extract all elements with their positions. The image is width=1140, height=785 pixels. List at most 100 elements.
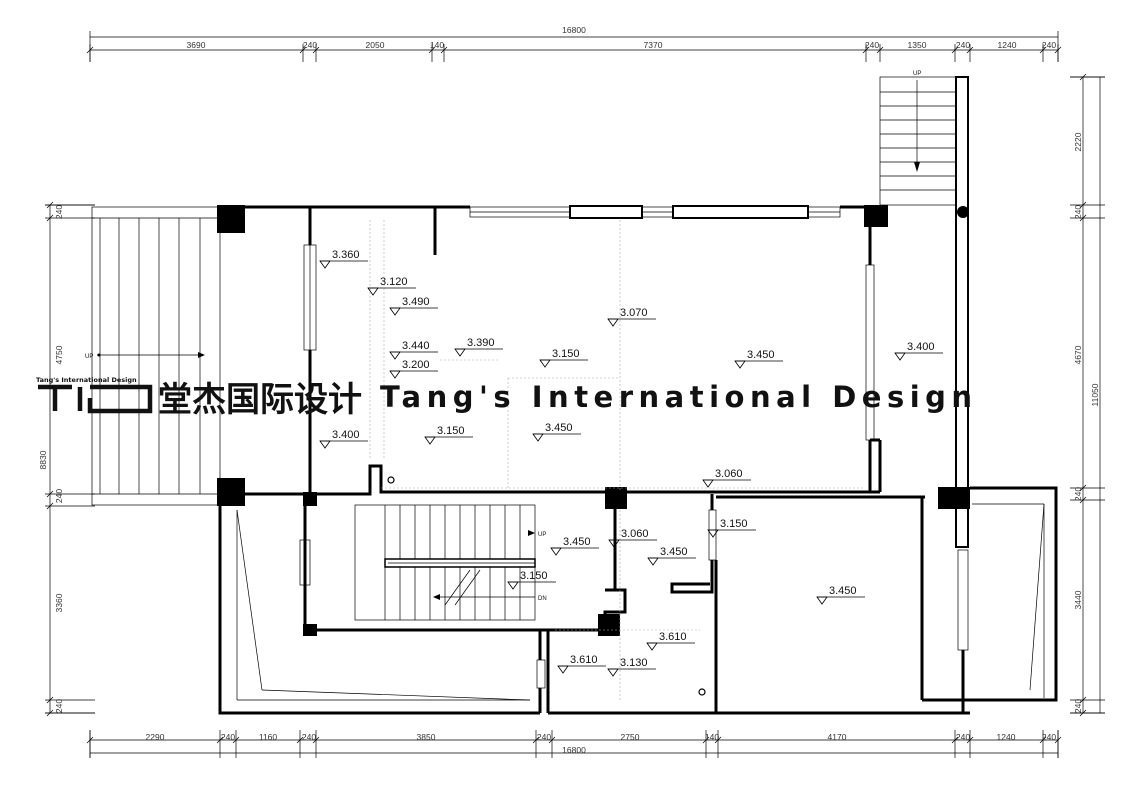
level-marker: 3.440 xyxy=(389,340,438,360)
dimension-tick xyxy=(1054,736,1062,744)
dim-left-total: 8830 xyxy=(38,450,48,469)
level-triangle-icon xyxy=(707,529,719,538)
dimension-tick xyxy=(532,736,540,744)
level-triangle-icon xyxy=(319,440,331,449)
level-marker: 3.400 xyxy=(894,341,943,361)
dimension-tick xyxy=(299,46,307,54)
dim-left-1: 240 xyxy=(54,205,64,219)
dim-left-3: 240 xyxy=(54,489,64,503)
dimension-tick xyxy=(876,46,884,54)
dim-top-4: 140 xyxy=(430,40,444,50)
level-value: 3.450 xyxy=(545,422,573,434)
dim-bottom-3: 1160 xyxy=(259,732,278,742)
dimension-tick xyxy=(428,46,436,54)
dim-left-5: 240 xyxy=(54,699,64,713)
watermark-english: Tang's International Design xyxy=(380,380,978,414)
level-value: 3.450 xyxy=(747,349,775,361)
dim-bottom-5: 3850 xyxy=(417,732,436,742)
dimension-tick xyxy=(46,709,54,717)
dimension-tick xyxy=(702,736,710,744)
level-triangle-icon xyxy=(816,596,828,605)
level-marker: 3.150 xyxy=(424,425,473,445)
dim-top-5: 7370 xyxy=(644,40,663,50)
dim-bottom-1: 2290 xyxy=(146,732,165,742)
dim-top-9: 1240 xyxy=(998,40,1017,50)
dimension-tick xyxy=(1054,46,1062,54)
level-triangle-icon xyxy=(319,260,331,269)
dim-top-1: 3690 xyxy=(187,40,206,50)
level-value: 3.150 xyxy=(552,348,580,360)
level-triangle-icon xyxy=(702,479,714,488)
dim-right-6: 240 xyxy=(1073,699,1083,713)
level-marker: 3.060 xyxy=(702,468,751,488)
level-value: 3.200 xyxy=(402,359,430,371)
level-value: 3.610 xyxy=(570,654,598,666)
dim-bottom-6: 240 xyxy=(537,732,551,742)
dim-top-8: 240 xyxy=(956,40,970,50)
level-marker: 3.150 xyxy=(539,348,588,368)
level-value: 3.060 xyxy=(621,528,649,540)
dimension-tick xyxy=(1079,709,1087,717)
dimension-tick xyxy=(966,46,974,54)
level-marker: 3.490 xyxy=(389,296,438,316)
level-value: 3.120 xyxy=(380,276,408,288)
dimension-tick xyxy=(966,736,974,744)
dimension-tick xyxy=(46,201,54,209)
dim-right-2: 240 xyxy=(1073,205,1083,219)
level-triangle-icon xyxy=(539,359,551,368)
dim-top-3: 2050 xyxy=(366,40,385,50)
level-value: 3.130 xyxy=(620,657,648,669)
level-marker: 3.450 xyxy=(816,585,865,605)
dimension-tick xyxy=(232,736,240,744)
stair-up-label-left: UP xyxy=(85,354,93,360)
level-value: 3.400 xyxy=(907,341,935,353)
level-triangle-icon xyxy=(389,370,401,379)
dim-right-5: 3440 xyxy=(1073,590,1083,609)
level-value: 3.450 xyxy=(660,546,688,558)
level-triangle-icon xyxy=(607,668,619,677)
dim-bottom-total: 16800 xyxy=(562,745,586,755)
stair-dn-label-mid: DN xyxy=(538,596,547,602)
exterior-stair-left xyxy=(91,206,221,506)
level-marker: 3.150 xyxy=(707,518,756,538)
level-triangle-icon xyxy=(647,557,659,566)
level-marker: 3.610 xyxy=(646,631,695,651)
level-marker: 3.450 xyxy=(647,546,696,566)
dimension-tick xyxy=(1079,484,1087,492)
dimension-tick xyxy=(86,46,94,54)
level-value: 3.450 xyxy=(563,536,591,548)
dimension-tick xyxy=(296,736,304,744)
level-value: 3.070 xyxy=(620,307,648,319)
level-value: 3.060 xyxy=(715,468,743,480)
dim-top-10: 240 xyxy=(1042,40,1056,50)
dim-top-7: 1350 xyxy=(908,40,927,50)
level-value: 3.610 xyxy=(659,631,687,643)
dim-right-3: 4670 xyxy=(1073,345,1083,364)
dimension-tick xyxy=(1079,496,1087,504)
dimension-tick xyxy=(216,736,224,744)
stair-up-label-mid: UP xyxy=(538,532,546,538)
dim-top-6: 240 xyxy=(865,40,879,50)
dim-bottom-10: 240 xyxy=(956,732,970,742)
level-triangle-icon xyxy=(507,581,519,590)
level-value: 3.360 xyxy=(332,249,360,261)
dimension-tick xyxy=(1079,201,1087,209)
level-value: 3.440 xyxy=(402,340,430,352)
level-marker: 3.150 xyxy=(507,570,556,590)
columns xyxy=(217,205,970,636)
level-marker: 3.450 xyxy=(532,422,581,442)
dim-top-2: 240 xyxy=(303,40,317,50)
dimension-tick xyxy=(86,736,94,744)
level-marker: 3.400 xyxy=(319,429,368,449)
dim-left-2: 4750 xyxy=(54,345,64,364)
drain-icon xyxy=(387,476,395,484)
level-marker: 3.610 xyxy=(557,654,606,674)
level-triangle-icon xyxy=(367,287,379,296)
level-triangle-icon xyxy=(424,436,436,445)
level-triangle-icon xyxy=(550,547,562,556)
dimension-tick xyxy=(1039,46,1047,54)
level-marker: 3.360 xyxy=(319,249,368,269)
level-value: 3.150 xyxy=(437,425,465,437)
stair-up-label-top: UP xyxy=(913,71,921,77)
level-triangle-icon xyxy=(557,665,569,674)
